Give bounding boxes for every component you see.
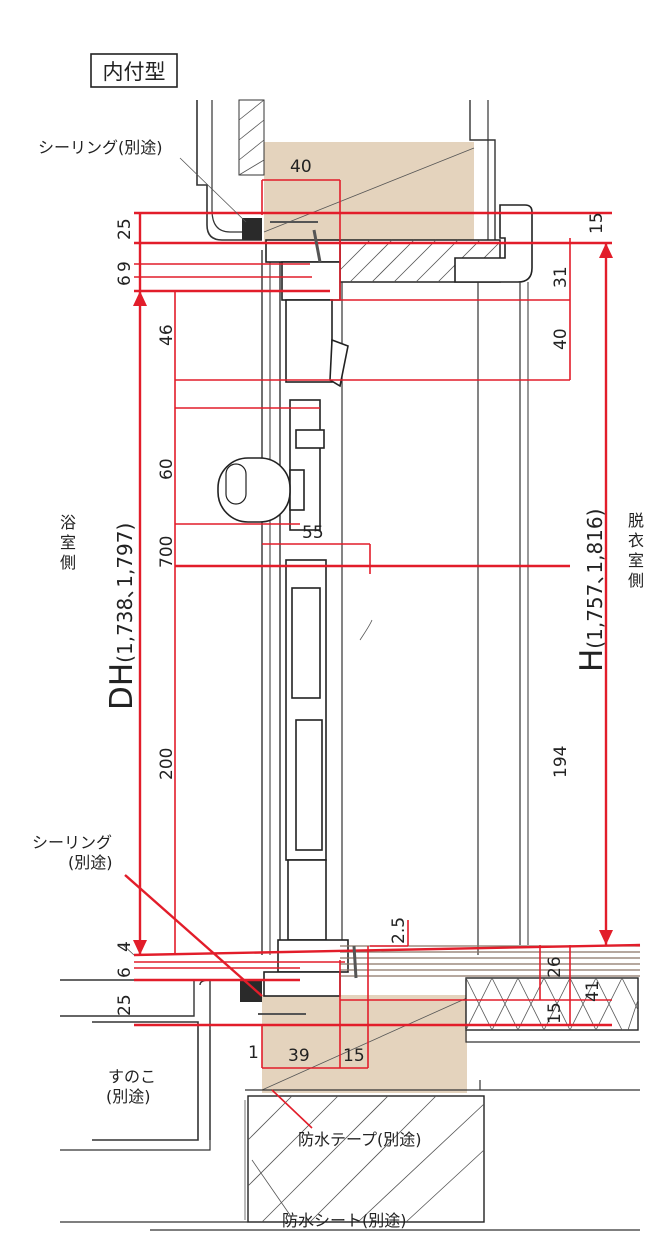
top-rail-profile bbox=[281, 261, 341, 301]
h-arrow-top bbox=[599, 243, 613, 258]
dim-194: 194 bbox=[551, 746, 571, 778]
handle-bracket bbox=[295, 429, 325, 449]
sunoko-top bbox=[60, 979, 195, 1017]
dim-15-right: 15 bbox=[587, 212, 607, 234]
dh-label: DH(1,738､1,797) bbox=[104, 523, 140, 710]
label-sealing-top: シーリング(別途) bbox=[38, 138, 163, 157]
label-bath-side-3: 側 bbox=[60, 553, 76, 572]
label-waterproof-sheet: 防水シート(別途) bbox=[282, 1211, 407, 1230]
dim-15-bottom: 15 bbox=[343, 1046, 365, 1066]
h-label: H(1,757､1,816) bbox=[574, 509, 610, 672]
dim-25-top: 25 bbox=[115, 218, 135, 240]
tape-leader bbox=[271, 1089, 313, 1129]
top-wall-outline bbox=[196, 100, 262, 241]
sealing-top-bead bbox=[242, 218, 262, 240]
lower-panel bbox=[295, 719, 323, 851]
sealing-bottom-bead bbox=[240, 980, 262, 1002]
sunoko-box bbox=[92, 1021, 199, 1141]
label-sunoko-2: (別途) bbox=[106, 1087, 151, 1106]
dim-41: 41 bbox=[583, 980, 603, 1002]
dim-6-top: 6 bbox=[115, 275, 135, 286]
dim-26: 26 bbox=[545, 956, 565, 978]
lock-body bbox=[291, 587, 321, 699]
sealing-leader bbox=[124, 874, 263, 997]
dim-55: 55 bbox=[302, 523, 324, 543]
title: 内付型 bbox=[103, 60, 166, 84]
dim-4: 4 bbox=[115, 941, 135, 952]
dim-40-top: 40 bbox=[290, 157, 312, 177]
foundation-hatch bbox=[247, 1095, 485, 1223]
dim-2-5: 2.5 bbox=[389, 917, 409, 944]
label-waterproof-tape: 防水テープ(別途) bbox=[298, 1130, 422, 1149]
h-arrow-bottom bbox=[599, 930, 613, 945]
top-cap-profile bbox=[454, 204, 533, 283]
handle-mount bbox=[289, 469, 305, 511]
upper-panel-profile bbox=[285, 299, 333, 383]
label-dress-side-2: 衣 bbox=[628, 531, 644, 550]
top-wall-inner bbox=[211, 100, 262, 233]
dim-1: 1 bbox=[248, 1043, 259, 1063]
title-box bbox=[90, 53, 178, 88]
dim-6-bottom: 6 bbox=[115, 967, 135, 978]
wood-grain-bottom bbox=[261, 997, 468, 1091]
label-dress-side-1: 脱 bbox=[628, 511, 644, 530]
dh-arrow-top bbox=[133, 291, 147, 306]
dim-39: 39 bbox=[288, 1046, 310, 1066]
dim-15-bottom-right: 15 bbox=[545, 1002, 565, 1024]
bottom-rail-profile bbox=[277, 939, 349, 973]
dim-31: 31 bbox=[551, 266, 571, 288]
label-sunoko-1: すのこ bbox=[108, 1067, 156, 1086]
dim-46: 46 bbox=[157, 324, 177, 346]
dim-9: 9 bbox=[115, 261, 135, 272]
label-bath-side-2: 室 bbox=[60, 533, 76, 552]
dim-60: 60 bbox=[157, 458, 177, 480]
label-dress-side-4: 側 bbox=[628, 571, 644, 590]
upper-clip bbox=[329, 338, 349, 388]
right-wall-top bbox=[469, 100, 496, 248]
dim-40-right: 40 bbox=[551, 328, 571, 350]
dim-200: 200 bbox=[157, 748, 177, 780]
label-sealing-bottom-1: シーリング bbox=[32, 833, 112, 852]
label-dress-side-3: 室 bbox=[628, 551, 644, 570]
label-sealing-bottom-2: (別途) bbox=[68, 853, 113, 872]
bottom-frame-profile bbox=[263, 971, 341, 997]
wood-grain-top bbox=[263, 147, 475, 233]
top-wall-hatch bbox=[238, 99, 265, 176]
dh-arrow-bottom bbox=[133, 940, 147, 955]
dim-700: 700 bbox=[157, 536, 177, 568]
dim-25-bottom: 25 bbox=[115, 994, 135, 1016]
bottom-panel bbox=[287, 859, 327, 941]
label-bath-side-1: 浴 bbox=[60, 513, 76, 532]
top-wood-block bbox=[264, 142, 474, 242]
